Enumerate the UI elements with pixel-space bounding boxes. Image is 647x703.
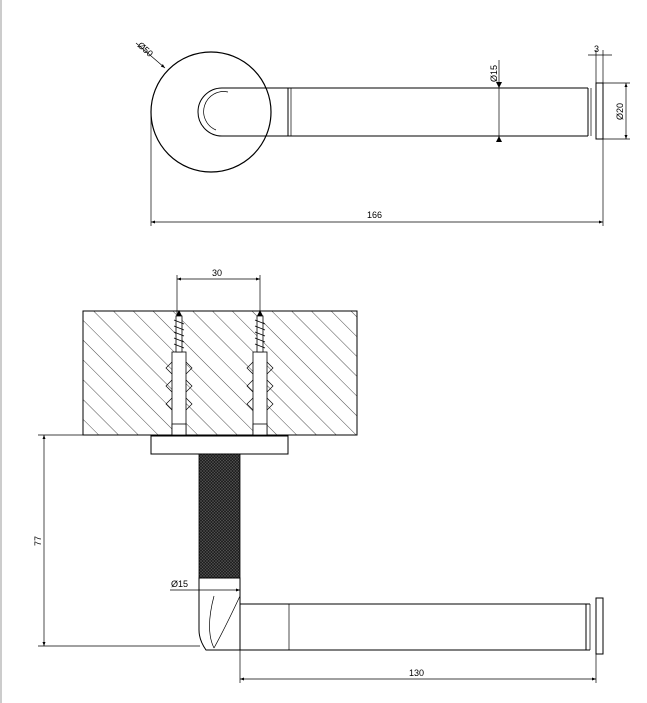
wall-anchor-left <box>165 310 193 436</box>
knurled-body <box>198 453 241 579</box>
wall-anchor-right <box>246 310 274 436</box>
side-end-cap <box>595 597 604 655</box>
dim-screw-spacing: 30 <box>212 268 222 278</box>
elbow <box>198 577 241 651</box>
dim-cap-thickness: 3 <box>594 44 599 54</box>
wall-section <box>82 310 358 436</box>
dim-total-length: 166 <box>367 210 382 220</box>
dim-height: 77 <box>33 536 43 546</box>
rosette-circle <box>150 51 272 173</box>
dim-rod-diameter-top: Ø15 <box>489 65 499 82</box>
dim-rod-diameter-side: Ø15 <box>171 579 188 589</box>
dim-cap-diameter: Ø20 <box>615 103 625 120</box>
side-view: 30 <box>33 268 604 683</box>
dim-projection: 130 <box>409 668 424 678</box>
top-end-cap <box>595 82 604 140</box>
dim-rosette-diameter: Ø50 <box>136 40 155 59</box>
base-plate <box>150 435 289 455</box>
top-view: Ø50 Ø15 Ø20 3 166 <box>136 40 630 226</box>
top-rod-inner-arc <box>203 91 229 131</box>
top-rod-body <box>197 87 289 137</box>
